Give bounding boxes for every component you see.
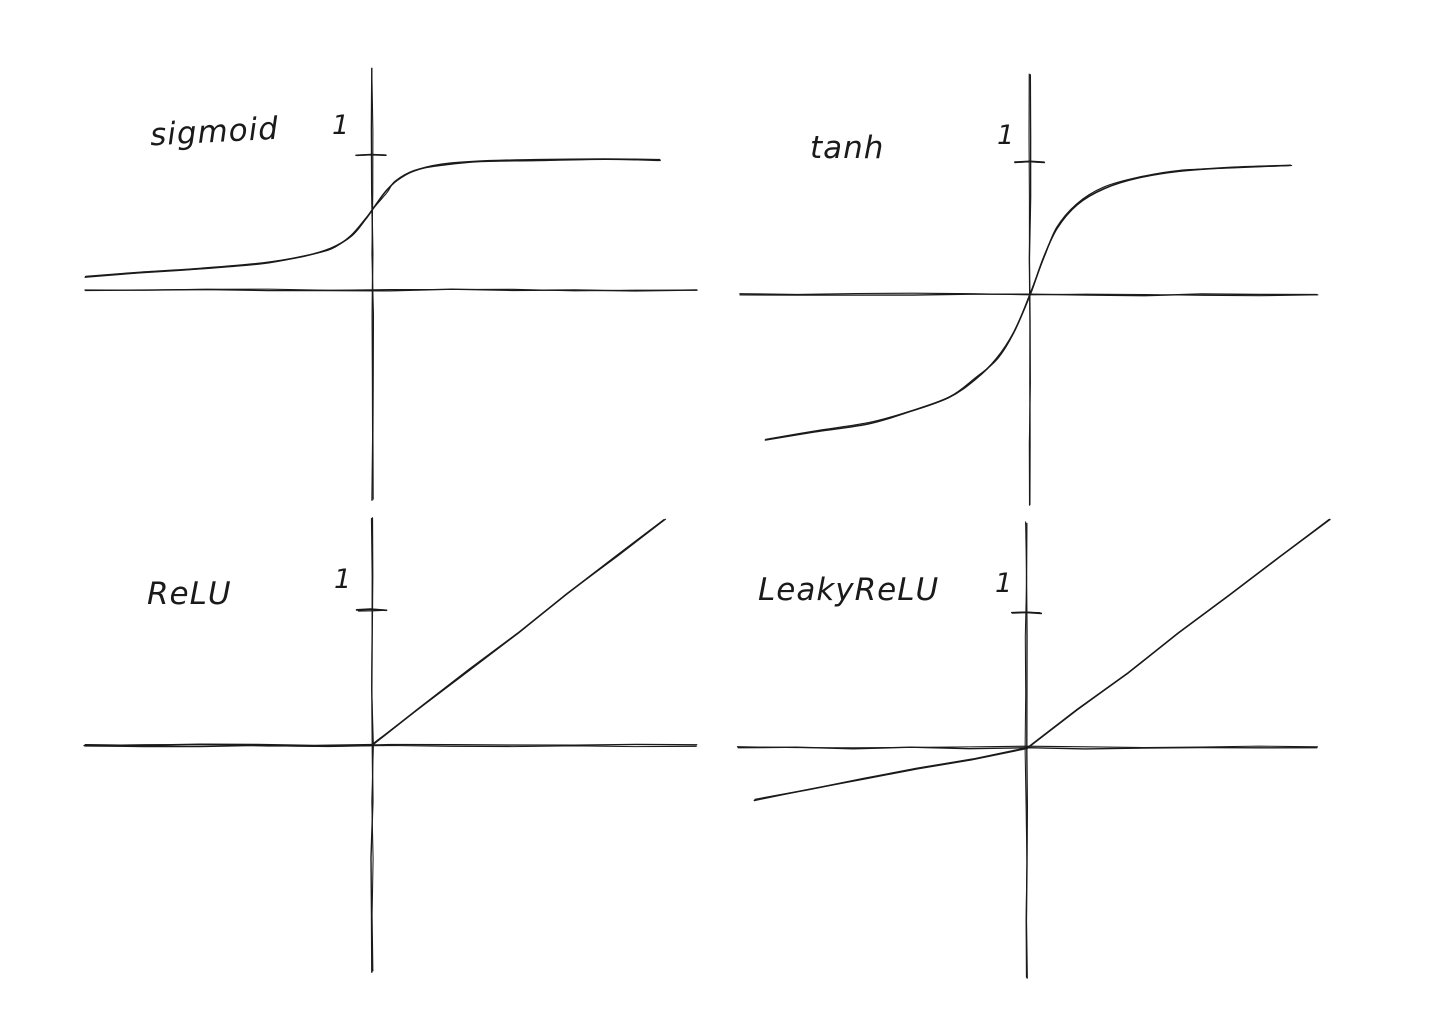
label-leakyrelu: LeakyReLU [758,572,939,608]
tick-label-relu-1: 1 [334,564,351,595]
label-relu: ReLU [147,576,232,612]
label-sigmoid: sigmoid [149,111,280,154]
tick-label-tanh-1: 1 [997,120,1014,151]
tick-label-sigmoid-1: 1 [332,110,349,141]
label-tanh: tanh [810,130,884,166]
tick-label-leakyrelu-1: 1 [995,568,1012,599]
